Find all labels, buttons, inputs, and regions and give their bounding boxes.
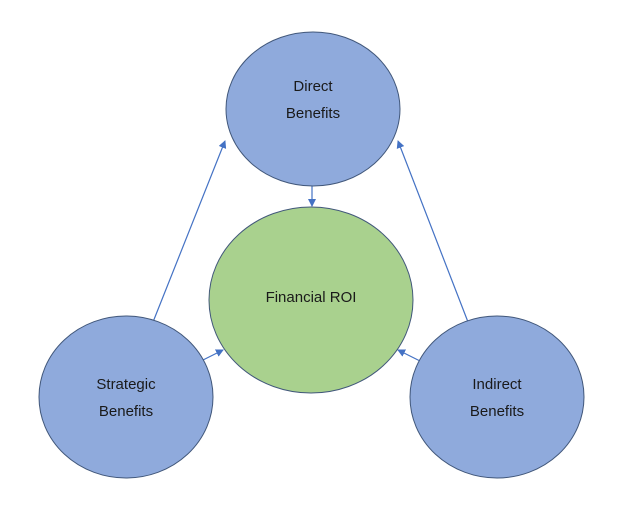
node-label: Benefits (286, 105, 340, 122)
node-label: Strategic (96, 376, 156, 393)
arrow-indirect-to-roi (397, 349, 421, 362)
arrow-indirect-to-direct (396, 140, 469, 323)
node-label: Direct (293, 78, 333, 95)
node-label: Financial ROI (266, 289, 357, 306)
node-indirect-benefits: Indirect Benefits (409, 315, 585, 479)
node-strategic-benefits: Strategic Benefits (38, 315, 214, 479)
node-direct-benefits: Direct Benefits (225, 31, 401, 187)
node-label: Benefits (99, 403, 153, 420)
node-label: Benefits (470, 403, 524, 420)
node-label: Indirect (472, 376, 522, 393)
node-financial-roi: Financial ROI (208, 206, 414, 394)
arrow-strategic-to-roi (200, 349, 224, 362)
arrow-strategic-to-direct (152, 140, 227, 323)
